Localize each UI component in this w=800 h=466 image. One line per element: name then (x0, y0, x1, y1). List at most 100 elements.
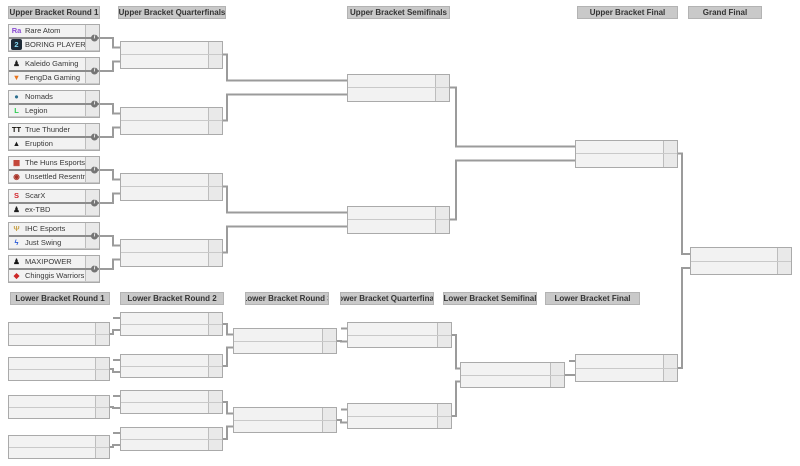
team-slot[interactable]: ♟MAXIPOWER (9, 256, 99, 270)
score-cell (95, 436, 109, 447)
team-cell (121, 367, 208, 378)
ihc-esports-logo-icon: Ψ (13, 224, 20, 234)
connector-line (678, 152, 690, 255)
team-cell (9, 323, 95, 334)
team-slot[interactable]: ◉Unsettled Resentment (9, 170, 99, 183)
info-icon[interactable]: i (91, 265, 98, 273)
just-swing-logo-icon: ϟ (14, 237, 19, 247)
team-slot[interactable]: ▼FengDa Gaming (9, 71, 99, 84)
score-cell (437, 404, 451, 416)
score-cell (208, 439, 222, 450)
lower-semifinal-match (460, 362, 565, 388)
connector-line (223, 93, 347, 122)
info-icon[interactable]: i (91, 133, 98, 141)
info-icon[interactable]: i (91, 199, 98, 207)
legion-logo-icon: L (14, 105, 19, 115)
header-lower-bracket-quarterfinals: Lower Bracket Quarterfinals (340, 292, 434, 305)
score-cell (437, 323, 451, 335)
empty-slot (234, 420, 336, 432)
team-slot[interactable]: ▦The Huns Esports (9, 157, 99, 171)
upper-quarterfinal-match (120, 238, 223, 267)
score-cell (85, 137, 99, 149)
team-slot[interactable]: ●Nomads (9, 91, 99, 105)
connector-line (100, 192, 120, 204)
lower-round2-match (120, 427, 223, 451)
info-icon[interactable]: i (91, 166, 98, 174)
team-cell (234, 408, 322, 420)
nomads-logo-icon: ● (14, 92, 19, 102)
lower-round2-match (120, 390, 223, 414)
header-upper-bracket-final: Upper Bracket Final (577, 6, 678, 19)
score-cell (208, 324, 222, 335)
connector-line (452, 334, 460, 370)
team-cell: ▦The Huns Esports (9, 157, 85, 169)
lower-round2-match (120, 312, 223, 336)
score-cell (85, 236, 99, 248)
team-cell (348, 88, 435, 101)
team-name: BORING PLAYER (25, 39, 85, 49)
team-name: Chinggis Warriors (25, 270, 85, 280)
score-cell (85, 256, 99, 268)
score-cell (85, 25, 99, 37)
upper-round1-match: ▦The Huns Esports◉Unsettled Resentmenti (8, 156, 100, 184)
connector-line (100, 126, 120, 138)
lower-final-match (575, 354, 678, 382)
score-cell (208, 239, 222, 252)
connector-line (223, 185, 347, 214)
team-cell: ◆Chinggis Warriors (9, 270, 85, 282)
empty-slot (121, 313, 222, 325)
team-cell (9, 448, 95, 459)
team-slot[interactable]: ♟ex-TBD (9, 203, 99, 216)
info-icon[interactable]: i (91, 67, 98, 75)
empty-slot (9, 334, 109, 346)
score-cell (208, 313, 222, 324)
score-cell (208, 107, 222, 120)
score-cell (95, 358, 109, 369)
info-icon[interactable]: i (91, 232, 98, 240)
team-cell (576, 369, 663, 382)
team-name: Unsettled Resentment (25, 171, 85, 181)
team-cell (9, 358, 95, 369)
team-slot[interactable]: ▲Eruption (9, 137, 99, 150)
maxipower-logo-icon: ♟ (13, 257, 20, 267)
team-slot[interactable]: ♟Kaleido Gaming (9, 58, 99, 72)
lower-round1-match (8, 322, 110, 346)
empty-slot (348, 220, 449, 233)
header-lower-bracket-round-2: Lower Bracket Round 2 (120, 292, 224, 305)
team-cell (348, 207, 435, 220)
score-cell (435, 74, 449, 87)
header-lower-bracket-semifinal: Lower Bracket Semifinal (443, 292, 537, 305)
lower-quarterfinal-match (347, 403, 452, 429)
score-cell (95, 396, 109, 407)
score-cell (85, 157, 99, 169)
connector-line (452, 380, 460, 417)
score-cell (435, 220, 449, 233)
empty-slot (121, 107, 222, 121)
info-icon[interactable]: i (91, 100, 98, 108)
score-cell (435, 206, 449, 219)
upper-semifinal-match (347, 205, 450, 234)
empty-slot (691, 248, 791, 262)
lower-round3-match (233, 328, 337, 354)
team-name: FengDa Gaming (25, 72, 81, 82)
team-cell (9, 335, 95, 346)
header-upper-bracket-semifinals: Upper Bracket Semifinals (347, 6, 450, 19)
connector-line (223, 323, 233, 336)
score-cell (208, 41, 222, 54)
score-cell (85, 104, 99, 116)
team-slot[interactable]: ◆Chinggis Warriors (9, 269, 99, 282)
team-cell (121, 240, 208, 253)
empty-slot (121, 121, 222, 134)
info-icon[interactable]: i (91, 34, 98, 42)
